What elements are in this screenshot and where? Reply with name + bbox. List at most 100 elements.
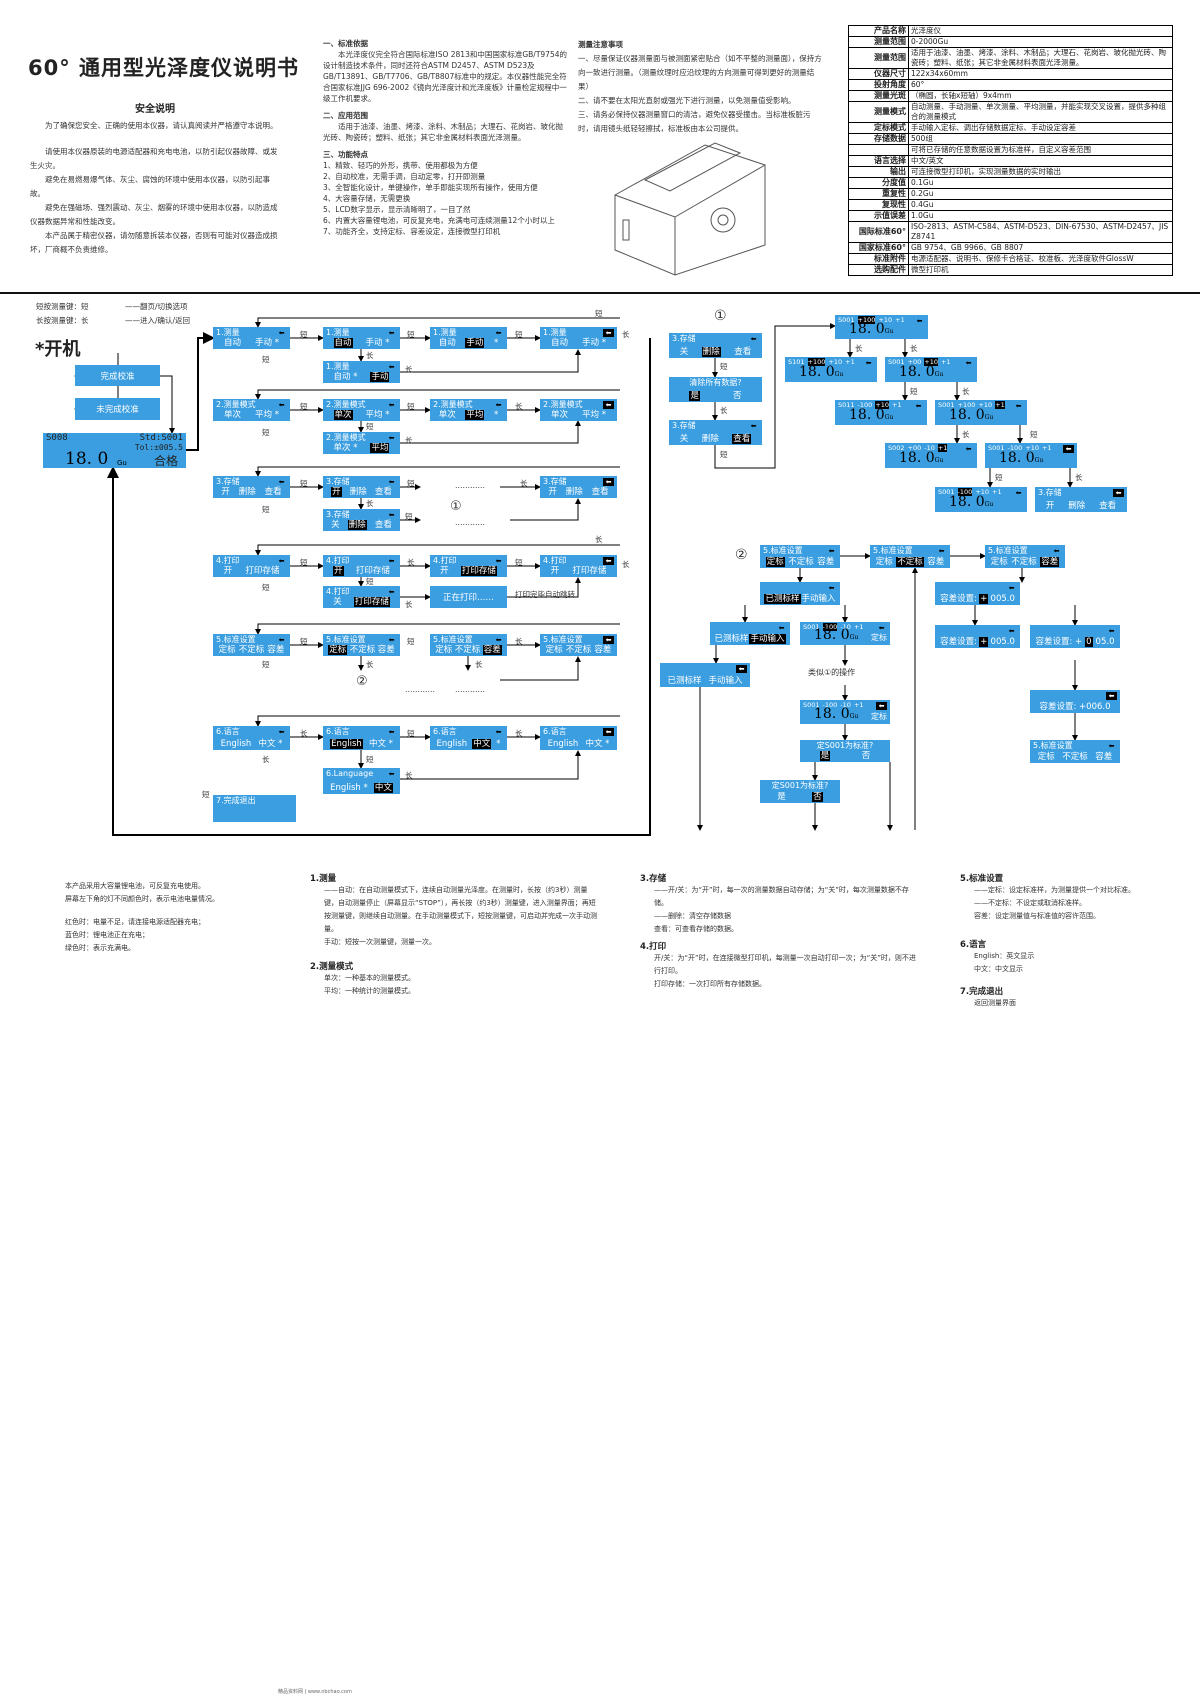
option-row: 关删除查看 (673, 347, 758, 357)
menu-option: 不定标 (788, 557, 814, 567)
menu-screen: 容差设置: +005.0⬅ (935, 625, 1020, 648)
similar-operation-note: 类似①的操作 (808, 668, 856, 677)
ellipsis: ………… (455, 518, 485, 527)
menu-screen: 完成校准 (75, 365, 160, 386)
menu-option: 是 (689, 391, 700, 401)
option-row: 定标不定标容差 (764, 557, 836, 567)
function-heading: 1.测量 (310, 874, 337, 884)
edge-label: 短 (262, 583, 270, 592)
menu-option: 中文 * (258, 739, 283, 749)
edge-label: 短 (202, 790, 210, 799)
edge-label: 短 (262, 505, 270, 514)
menu-screen: 2.测量模式单次平均 *⬅ (213, 399, 290, 421)
sample-header: S101+100+10+1 (788, 358, 858, 366)
menu-option: 平均 * (582, 410, 606, 420)
menu-option: 删除 (701, 347, 721, 357)
screen-title: 6.语言 (433, 727, 457, 736)
menu-screen: 正在打印…… (430, 586, 507, 608)
menu-screen: 4.打印开打印存储⬅ (323, 555, 400, 577)
menu-screen: 3.存储开删除查看⬅ (1035, 487, 1127, 512)
menu-screen: 2.测量模式单次平均*⬅ (430, 399, 507, 421)
reading: 18. 0Gu (999, 451, 1043, 468)
back-arrow-icon: ⬅ (603, 728, 614, 736)
back-arrow-icon: ⬅ (388, 511, 395, 519)
edge-label: 长 (855, 344, 863, 353)
menu-option: 手动 (465, 338, 485, 348)
menu-option: 开 (331, 487, 342, 497)
menu-screen: 7.完成退出 (213, 795, 296, 822)
menu-option: 中文 (373, 783, 393, 793)
option-row: 定标不定标容差 (989, 557, 1061, 567)
edge-label: 长 (520, 479, 528, 488)
spec-row: 测量模式自动测量、手动测量、单次测量、平均测量，并能实现交叉设置，提供多种组合的… (848, 101, 1173, 123)
step-option: -10 (924, 444, 935, 452)
option-row: 已测标样手动输入 (664, 676, 746, 686)
menu-option: 删除 (238, 487, 256, 497)
menu-option: 容差 (482, 645, 502, 655)
step-option: +10 (828, 358, 843, 366)
screen-title: 4.打印 (326, 556, 350, 565)
option-row: 定标不定标容差 (327, 645, 396, 655)
screen-title: 5.标准设置 (216, 635, 256, 644)
step-option: +100 (807, 358, 826, 366)
function-line: English：英文显示 (974, 952, 1035, 960)
function-line: 手动：短按一次测量键，测量一次。 (324, 938, 436, 946)
menu-option: 自动 (333, 338, 353, 348)
back-arrow-icon: ⬅ (778, 624, 785, 632)
menu-option: 关 (333, 597, 342, 607)
option-row: 自动 *手动 (327, 372, 396, 382)
screen-title: 1.测量 (326, 328, 350, 337)
option-row: 容差设置: +005.0 (939, 594, 1016, 604)
battery-notes: 本产品采用大容量锂电池，可反复充电使用。 屏幕左下角的灯不同颜色时，表示电池电量… (65, 880, 285, 955)
reading-value: 18. 0 (814, 706, 850, 722)
step-option: +10 (878, 316, 893, 324)
menu-option: 查看 (374, 520, 392, 530)
menu-option: 容差 (377, 645, 395, 655)
option-row: 定标不定标容差 (874, 557, 946, 567)
menu-screen: 1.测量自动 *手动⬅ (323, 361, 400, 383)
function-section: 3.存储——开/关：为“开”时，每一次的测量数据自动存储；为“关”时，每次测量数… (640, 872, 920, 936)
back-arrow-icon: ⬅ (1063, 445, 1074, 453)
menu-screen: 2.测量模式单次平均 *⬅ (540, 399, 617, 421)
spec-row: 选购配件微型打印机 (848, 264, 1173, 276)
menu-option: 容差设置: +006.0 (1039, 702, 1111, 712)
menu-screen: 1.测量自动手动 *⬅ (213, 327, 290, 349)
feature-item: 7、功能齐全，支持定标、容差设定，连接微型打印机 (323, 227, 501, 236)
menu-option: 容差 (267, 645, 285, 655)
menu-option: 手动 (370, 372, 390, 382)
feature-item: 1、精致、轻巧的外形，携带、使用都极为方便 (323, 161, 478, 170)
step-option: +00 (907, 444, 922, 452)
back-arrow-icon: ⬅ (750, 335, 757, 343)
menu-option: 删除 (1068, 501, 1086, 511)
back-arrow-icon: ⬅ (938, 547, 945, 555)
safety-para: 为了确保您安全、正确的使用本仪器，请认真阅读并严格遵守本说明。 (45, 121, 278, 130)
menu-screen: 定S001为标准?是否 (800, 740, 890, 762)
option-row: 是否 (804, 751, 886, 761)
menu-option: 自动 (551, 338, 569, 348)
step-option: -100 (822, 623, 838, 631)
step-option: +1 (937, 444, 948, 452)
step-option: +1 (853, 623, 864, 631)
screen-title: 6.语言 (543, 727, 567, 736)
reading-unit: Gu (849, 713, 859, 720)
step-option: +1 (892, 401, 902, 409)
edge-label: 短 (720, 362, 728, 371)
option-row: 关删除查看 (327, 520, 396, 530)
edge-label: 短 (720, 450, 728, 459)
edge-label: 长 (366, 660, 374, 669)
function-line: 单次：一种基本的测量模式。 (324, 974, 415, 982)
edge-label: 长 (720, 406, 728, 415)
back-arrow-icon: ⬅ (388, 728, 395, 736)
back-arrow-icon: ⬅ (865, 359, 872, 367)
option-row: 开打印存储 (217, 566, 286, 576)
edge-label: 长 (300, 729, 308, 738)
back-arrow-icon: ⬅ (388, 770, 395, 778)
menu-option: 005.0 (990, 594, 1015, 604)
menu-option: English (330, 739, 363, 749)
option-row: 单次平均 * (544, 410, 613, 420)
